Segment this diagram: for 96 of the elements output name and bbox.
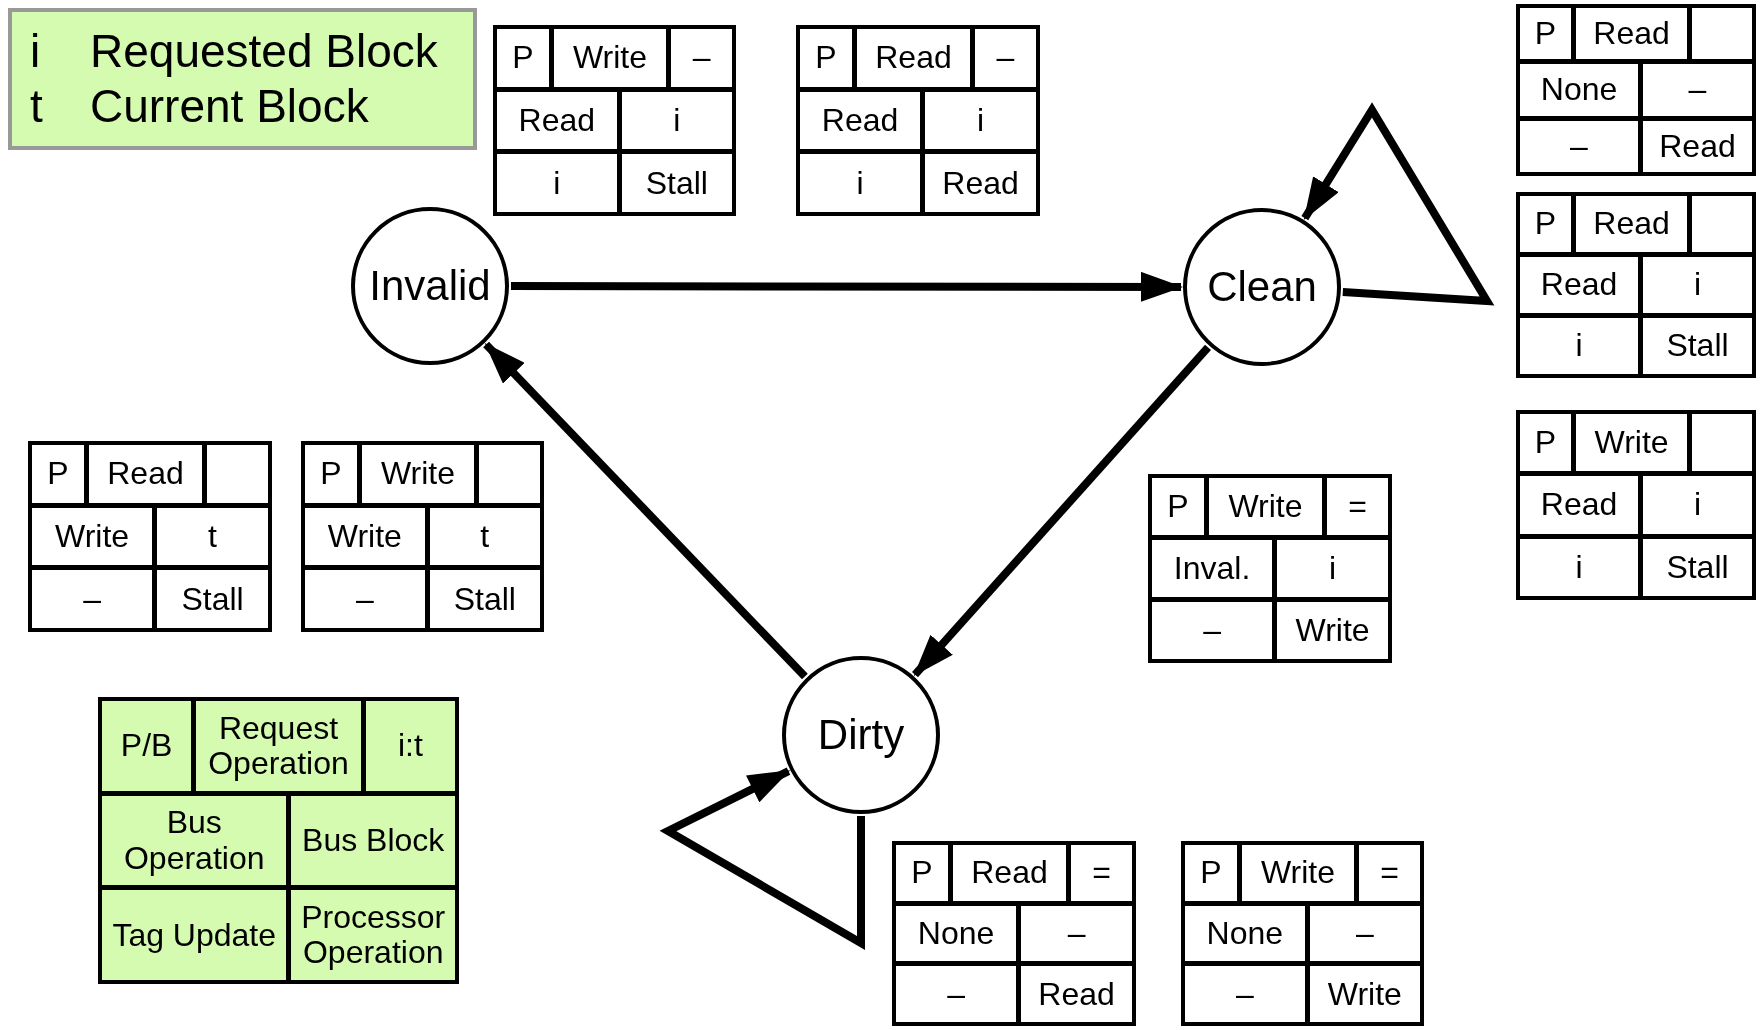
table-cell: =	[1327, 478, 1388, 535]
table-cell: Bus Operation	[102, 795, 287, 886]
state-circle: Clean	[1183, 208, 1341, 366]
table-cell: –	[1152, 602, 1273, 659]
table-cell: i	[1520, 318, 1639, 374]
table-cell: i	[1520, 538, 1639, 596]
table-cell: None	[1520, 64, 1639, 116]
table-cell: Read	[1520, 476, 1639, 534]
table-cell: –	[671, 29, 732, 87]
term-text: Current Block	[90, 79, 370, 134]
table-cell: P	[1152, 478, 1204, 535]
table-cell: P/B	[102, 701, 192, 791]
state-table	[1181, 841, 1424, 1026]
term-text: Requested Block	[90, 23, 439, 79]
arrow	[659, 767, 865, 950]
table-cell: Write	[1309, 966, 1420, 1022]
table-cell: Bus Block	[291, 795, 455, 886]
table-cell: i	[925, 91, 1036, 150]
table-cell: Stall	[429, 570, 540, 628]
state-table	[1148, 474, 1392, 663]
table-cell: Write	[1277, 602, 1388, 659]
table-cell: Stall	[1643, 538, 1752, 596]
arrow	[511, 271, 1183, 302]
arrow	[912, 344, 1211, 678]
symbol-letter: t	[30, 79, 44, 134]
table-cell: P	[800, 29, 852, 87]
table-cell: –	[896, 966, 1017, 1022]
table-cell: i	[1277, 540, 1388, 597]
table-cell: P	[1520, 196, 1572, 252]
table-cell: Read	[1520, 257, 1639, 313]
table-cell: =	[1359, 845, 1420, 901]
table-cell: Read	[89, 445, 202, 503]
table-cell: i	[800, 154, 921, 212]
table-cell: Write	[361, 445, 475, 503]
table-cell: i	[621, 91, 732, 150]
table-cell: Read	[1576, 8, 1688, 60]
table-cell: Write	[32, 507, 153, 566]
state-table	[1516, 4, 1756, 176]
table-cell: Read	[1021, 966, 1132, 1022]
state-table	[493, 25, 736, 216]
state-table	[796, 25, 1040, 216]
table-cell: Request Operation	[196, 701, 361, 791]
state-table	[98, 697, 459, 984]
table-cell: i	[1643, 476, 1752, 534]
table-cell: P	[497, 29, 549, 87]
table-cell: t	[429, 507, 540, 566]
symbol-letter: i	[30, 23, 42, 79]
table-cell: Read	[800, 91, 921, 150]
state-circle: Dirty	[782, 656, 940, 814]
table-cell: Write	[553, 29, 667, 87]
table-cell: –	[1185, 966, 1305, 1022]
state-circle: Invalid	[351, 207, 509, 365]
table-cell: P	[1185, 845, 1237, 901]
table-cell: Tag Update	[102, 890, 287, 980]
table-cell: i:t	[365, 701, 455, 791]
arrow	[483, 341, 808, 680]
table-cell: i	[497, 154, 617, 212]
table-cell: –	[1643, 64, 1752, 116]
arrow	[1301, 102, 1495, 306]
state-table	[892, 841, 1136, 1026]
table-cell: –	[1309, 905, 1420, 962]
table-cell: –	[1021, 905, 1132, 962]
state-table	[301, 441, 544, 632]
table-cell: P	[896, 845, 948, 901]
table-cell: Read	[1643, 120, 1752, 172]
table-cell: Write	[1576, 414, 1688, 472]
table-cell: t	[157, 507, 268, 566]
table-cell: Stall	[621, 154, 732, 212]
state-table	[1516, 192, 1756, 378]
table-cell: Inval.	[1152, 540, 1273, 597]
table-cell: P	[1520, 414, 1572, 472]
table-cell: Write	[305, 507, 425, 566]
state-table	[28, 441, 272, 632]
key-panel	[8, 8, 477, 150]
table-cell: Read	[925, 154, 1036, 212]
table-cell: None	[896, 905, 1017, 962]
table-cell: P	[305, 445, 357, 503]
table-cell: Processor Operation	[291, 890, 455, 980]
state-table	[1516, 410, 1756, 600]
table-cell: P	[1520, 8, 1572, 60]
table-cell: Read	[953, 845, 1066, 901]
table-cell: P	[32, 445, 84, 503]
table-cell: i	[1643, 257, 1752, 313]
table-cell: Read	[857, 29, 970, 87]
table-cell: Write	[1241, 845, 1355, 901]
table-cell: None	[1185, 905, 1305, 962]
table-cell: –	[975, 29, 1036, 87]
table-cell: –	[305, 570, 425, 628]
table-cell: Stall	[1643, 318, 1752, 374]
table-cell: Read	[1576, 196, 1688, 252]
table-cell: =	[1071, 845, 1132, 901]
table-cell: –	[1520, 120, 1639, 172]
table-cell: Read	[497, 91, 617, 150]
table-cell: Write	[1209, 478, 1322, 535]
table-cell: Stall	[157, 570, 268, 628]
table-cell: –	[32, 570, 153, 628]
